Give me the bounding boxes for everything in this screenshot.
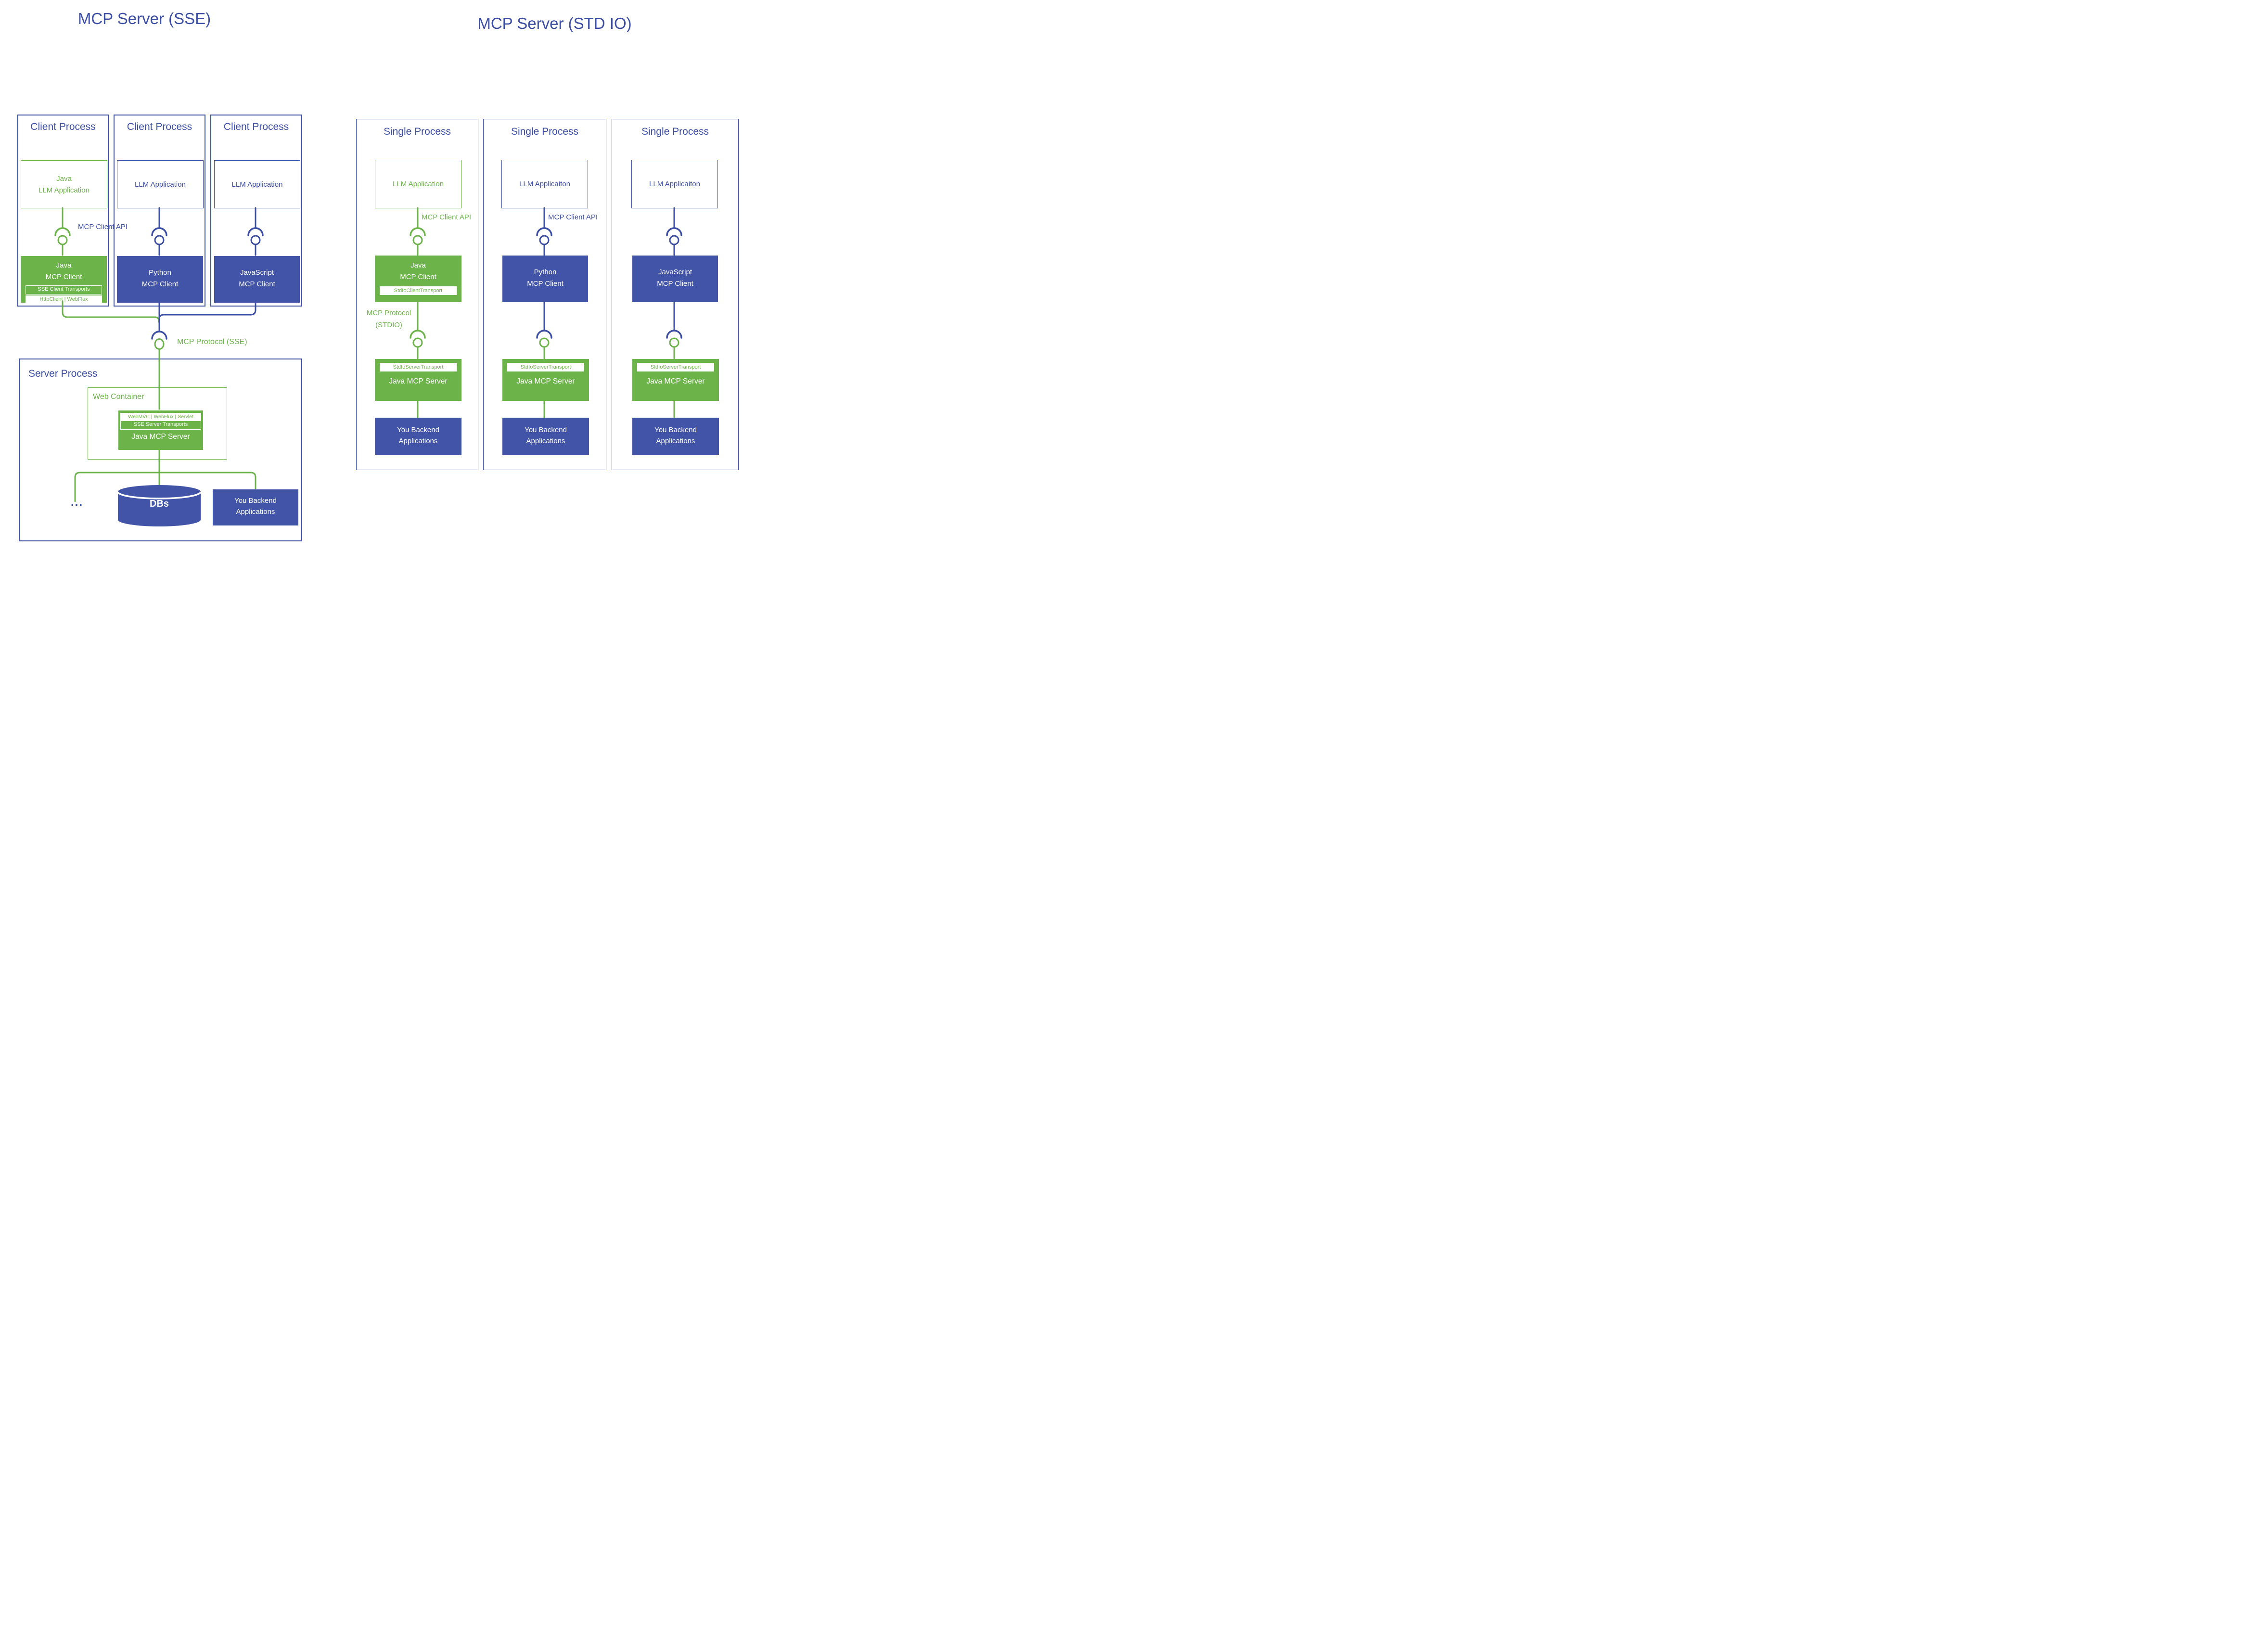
stdio-server-transport-strip: StdIoServerTransport — [637, 363, 714, 371]
mcp-client-box-python: Python MCP Client — [502, 256, 588, 302]
client-process-box-python: Client Process LLM Application Python MC… — [114, 115, 205, 307]
app-label-line: LLM Application — [38, 186, 90, 194]
app-label-line: LLM Applicaiton — [519, 180, 570, 188]
client-label-line: JavaScript — [240, 269, 274, 277]
backend-label-line: You Backend — [654, 426, 697, 434]
app-label-line: LLM Application — [135, 180, 186, 189]
java-mcp-server-label: Java MCP Server — [516, 377, 575, 385]
llm-application-box: LLM Applicaiton — [631, 160, 718, 208]
mcp-client-api-label: MCP Client API — [78, 223, 128, 231]
backend-label-line: Applications — [236, 508, 275, 516]
client-label-line: Java — [56, 261, 72, 269]
mcp-client-box-java: Java MCP Client SSE Client Transports Ht… — [21, 256, 107, 303]
server-process-box: Server Process Web Container WebMVC | We… — [19, 359, 302, 541]
server-frameworks-strip: WebMVC | WebFlux | Servlet — [120, 413, 201, 421]
process-title: Single Process — [511, 126, 579, 137]
app-label-line: LLM Application — [393, 180, 444, 188]
socket-arc-icon — [151, 331, 167, 340]
protocol-label-line: MCP Protocol — [366, 309, 411, 317]
process-title: Single Process — [383, 126, 451, 137]
app-label-line: LLM Applicaiton — [649, 180, 700, 188]
sse-client-transports-strip: SSE Client Transports — [26, 285, 102, 295]
mcp-client-box-javascript: JavaScript MCP Client — [214, 256, 300, 303]
dbs-label: DBs — [149, 499, 169, 509]
backend-applications-box: You Backend Applications — [502, 418, 589, 455]
client-label-line: Python — [534, 268, 557, 276]
llm-application-box: LLM Application — [117, 160, 204, 208]
mcp-protocol-stdio-label: MCP Protocol (STDIO) — [362, 307, 416, 331]
backend-label-line: Applications — [398, 437, 438, 445]
backend-applications-box: You Backend Applications — [213, 489, 298, 525]
stdio-section-title: MCP Server (STD IO) — [477, 14, 632, 32]
java-mcp-server-box: StdIoServerTransport Java MCP Server — [375, 359, 461, 401]
mcp-client-api-label: MCP Client API — [422, 213, 472, 221]
llm-application-box: LLM Application — [214, 160, 300, 208]
mcp-client-box-java: Java MCP Client StdIoClientTransport — [375, 256, 461, 302]
web-container-box: Web Container WebMVC | WebFlux | Servlet… — [88, 387, 227, 460]
stdio-client-transport-strip: StdIoClientTransport — [380, 286, 457, 295]
backend-label-line: You Backend — [234, 497, 277, 505]
more-targets-ellipsis: ... — [70, 496, 83, 509]
llm-application-box: LLM Application — [375, 160, 461, 208]
client-label-line: MCP Client — [657, 280, 693, 288]
client-label-line: Java — [410, 261, 426, 269]
sse-server-transports-strip: SSE Server Transports — [120, 421, 201, 430]
single-process-box-java: Single Process LLM Application Java MCP … — [356, 119, 478, 470]
backend-label-line: You Backend — [525, 426, 567, 434]
single-process-box-javascript: Single Process LLM Applicaiton JavaScrip… — [612, 119, 739, 470]
llm-application-box: Java LLM Application — [21, 160, 107, 208]
backend-applications-box: You Backend Applications — [375, 418, 461, 455]
client-transport-impls-strip: HttpClient | WebFlux — [26, 295, 102, 303]
protocol-label-line: (STDIO) — [375, 321, 402, 329]
client-process-box-java: Client Process Java LLM Application Java… — [17, 115, 109, 307]
client-label-line: Python — [149, 269, 171, 277]
client-label-line: MCP Client — [141, 280, 179, 288]
mcp-architecture-diagram: MCP Server (SSE) MCP Server (STD IO) Cli… — [0, 0, 747, 551]
process-title: Client Process — [30, 121, 96, 132]
client-label-line: MCP Client — [527, 280, 564, 288]
backend-label-line: Applications — [656, 437, 695, 445]
java-mcp-server-label: Java MCP Server — [131, 433, 190, 441]
ball-icon — [154, 338, 165, 350]
backend-label-line: You Backend — [397, 426, 439, 434]
backend-applications-box: You Backend Applications — [632, 418, 719, 455]
java-mcp-server-box: StdIoServerTransport Java MCP Server — [632, 359, 719, 401]
single-process-box-python: Single Process LLM Applicaiton Python MC… — [483, 119, 606, 470]
app-label-line: Java — [56, 175, 72, 183]
llm-application-box: LLM Applicaiton — [501, 160, 588, 208]
client-label-line: JavaScript — [658, 268, 692, 276]
process-title: Client Process — [127, 121, 192, 132]
client-process-box-javascript: Client Process LLM Application JavaScrip… — [210, 115, 302, 307]
server-process-title: Server Process — [28, 368, 98, 379]
java-mcp-server-label: Java MCP Server — [646, 377, 705, 385]
java-mcp-server-box: StdIoServerTransport Java MCP Server — [502, 359, 589, 401]
java-mcp-server-label: Java MCP Server — [389, 377, 448, 385]
web-container-label: Web Container — [93, 393, 144, 401]
java-mcp-server-box: WebMVC | WebFlux | Servlet SSE Server Tr… — [118, 410, 203, 450]
stdio-server-transport-strip: StdIoServerTransport — [380, 363, 457, 371]
stdio-server-transport-strip: StdIoServerTransport — [507, 363, 584, 371]
mcp-protocol-sse-label: MCP Protocol (SSE) — [177, 338, 247, 346]
client-label-line: MCP Client — [239, 280, 275, 288]
sse-section-title: MCP Server (SSE) — [77, 10, 211, 27]
client-label-line: MCP Client — [400, 273, 436, 281]
mcp-client-box-python: Python MCP Client — [117, 256, 203, 303]
app-label-line: LLM Application — [231, 180, 283, 189]
mcp-client-box-javascript: JavaScript MCP Client — [632, 256, 718, 302]
mcp-client-api-label: MCP Client API — [548, 213, 598, 221]
process-title: Client Process — [223, 121, 289, 132]
process-title: Single Process — [641, 126, 709, 137]
backend-label-line: Applications — [526, 437, 565, 445]
client-label-line: MCP Client — [45, 273, 82, 281]
